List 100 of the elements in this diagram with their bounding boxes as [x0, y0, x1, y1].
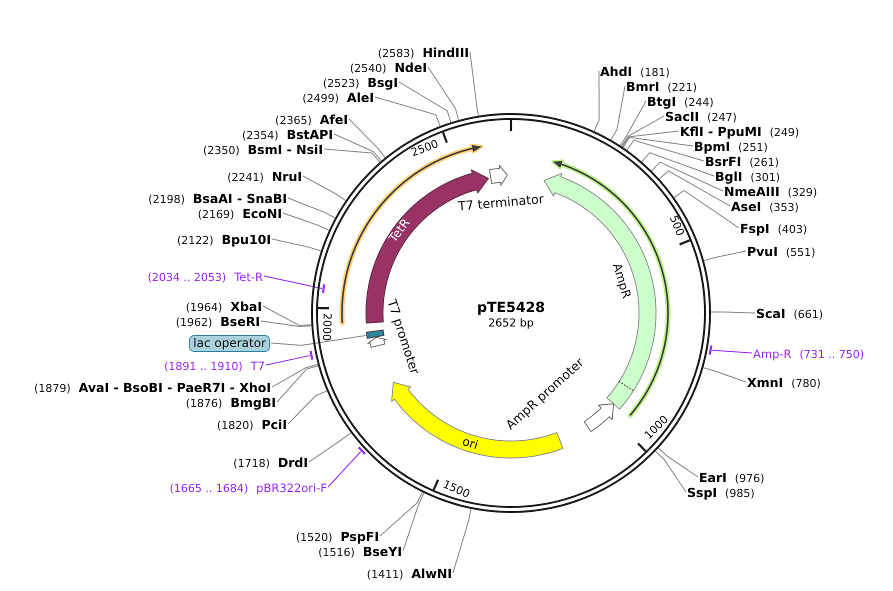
leader-line [302, 176, 347, 202]
enzyme-name: EarI [699, 470, 727, 486]
scale-number: 500 [666, 214, 686, 238]
leader-line [620, 116, 664, 148]
enzyme-name: NmeAIII [724, 184, 780, 200]
plasmid-name: pTE5428 [476, 300, 546, 316]
site-position: (2354) [242, 129, 279, 142]
enzyme-name: PciI [261, 417, 287, 432]
scale-number: 1500 [440, 478, 472, 502]
site-position: (2169) [198, 208, 234, 222]
leader-line [640, 152, 714, 176]
site-position: (780) [791, 377, 821, 390]
leader-line [328, 451, 362, 488]
site-position: (403) [778, 223, 808, 236]
site-position: (1962) [176, 316, 212, 330]
feature-label: AmpR [609, 262, 633, 300]
leader-line [672, 190, 740, 228]
site-position: (976) [734, 472, 764, 486]
primer-name: Tet-R [234, 270, 263, 284]
enzyme-name: KflI - PpuMI [680, 124, 762, 140]
enzyme-name: EcoNI [242, 206, 282, 222]
leader-line [452, 507, 472, 574]
primer-position: (1665 .. 1684) [170, 482, 248, 496]
site-position: (1876) [186, 397, 222, 410]
enzyme-name: Bpu10I [222, 232, 271, 248]
leader-line [324, 148, 381, 164]
site-position: (2122) [177, 234, 214, 248]
enzyme-name: BsrFI [705, 154, 742, 170]
site-position: (244) [684, 96, 714, 110]
leader-line [658, 170, 730, 206]
site-position: (1718) [233, 457, 270, 470]
leader-line [622, 136, 694, 149]
leader-line [282, 212, 330, 232]
scale-number: 2500 [410, 138, 440, 160]
leader-line [710, 312, 756, 314]
leader-line [621, 130, 680, 148]
site-position: (1520) [296, 531, 332, 544]
primer-name: Amp-R [753, 347, 792, 362]
enzyme-name: BtgI [647, 94, 676, 110]
site-position: (1411) [366, 568, 404, 582]
site-position: (301) [750, 171, 780, 184]
site-position: (353) [769, 201, 799, 214]
site-position: (1964) [186, 301, 222, 314]
leader-line [276, 365, 320, 402]
leader-line [266, 355, 310, 366]
leader-line [288, 390, 328, 424]
site-position: (2499) [302, 92, 339, 106]
enzyme-name: BpmI [694, 139, 730, 154]
primer-position: (2034 .. 2053) [148, 271, 226, 284]
enzyme-name: HindIII [422, 45, 469, 60]
site-position: (247) [707, 111, 737, 124]
enzyme-name: AlwNI [411, 566, 452, 582]
leader-line [288, 198, 336, 219]
primer-position: (731 .. 750) [800, 348, 864, 362]
leader-line [654, 450, 686, 492]
site-position: (249) [770, 126, 800, 140]
site-position: (1516) [318, 546, 355, 560]
primer-mark [321, 283, 326, 295]
enzyme-name: BglI [715, 169, 742, 184]
leader-line [374, 96, 441, 128]
leader-line [402, 492, 425, 552]
site-position: (251) [738, 141, 768, 154]
enzyme-name: AleI [346, 90, 374, 106]
enzyme-name: ScaI [756, 306, 786, 322]
site-position: (2523) [322, 77, 360, 90]
site-position: (261) [749, 156, 779, 170]
enzyme-name: BseRI [220, 314, 260, 330]
scale-number: 2000 [319, 312, 333, 342]
feature-label: T7 terminator [458, 192, 544, 214]
primer-mark [708, 344, 713, 356]
leader-line [712, 350, 752, 354]
site-position: (2198) [148, 193, 185, 206]
enzyme-name: SacII [665, 109, 700, 124]
leader-line [308, 432, 352, 462]
leader-line [428, 66, 460, 122]
enzyme-name: BsaAI - SnaBI [192, 191, 287, 206]
leader-line [657, 446, 698, 478]
site-position: (2350) [203, 144, 240, 158]
leader-line [650, 162, 724, 192]
primer-position: (1891 .. 1910) [164, 360, 243, 374]
site-position: (2583) [378, 47, 414, 60]
enzyme-name: AhdI [600, 64, 632, 80]
site-position: (551) [786, 246, 816, 260]
enzyme-name: BsgI [367, 75, 398, 90]
enzyme-name: NruI [272, 169, 302, 184]
operator-block [365, 329, 385, 340]
enzyme-name: BseYI [362, 544, 402, 560]
enzyme-name: AvaI - BsoBI - PaeR7I - XhoI [78, 380, 271, 396]
primer-name: T7 [250, 359, 265, 374]
enzyme-name: DrdI [278, 455, 308, 470]
plasmid-size: 2652 bp [488, 318, 534, 330]
leader-line [626, 140, 704, 162]
enzyme-name: BmrI [626, 79, 660, 94]
leader-line [619, 100, 646, 147]
primer-name: pBR322ori-F [256, 481, 327, 496]
leader-line [380, 490, 424, 536]
site-position: (2365) [275, 114, 312, 128]
site-position: (2241) [227, 171, 264, 184]
site-position: (1820) [216, 419, 254, 432]
leader-line [272, 364, 320, 388]
